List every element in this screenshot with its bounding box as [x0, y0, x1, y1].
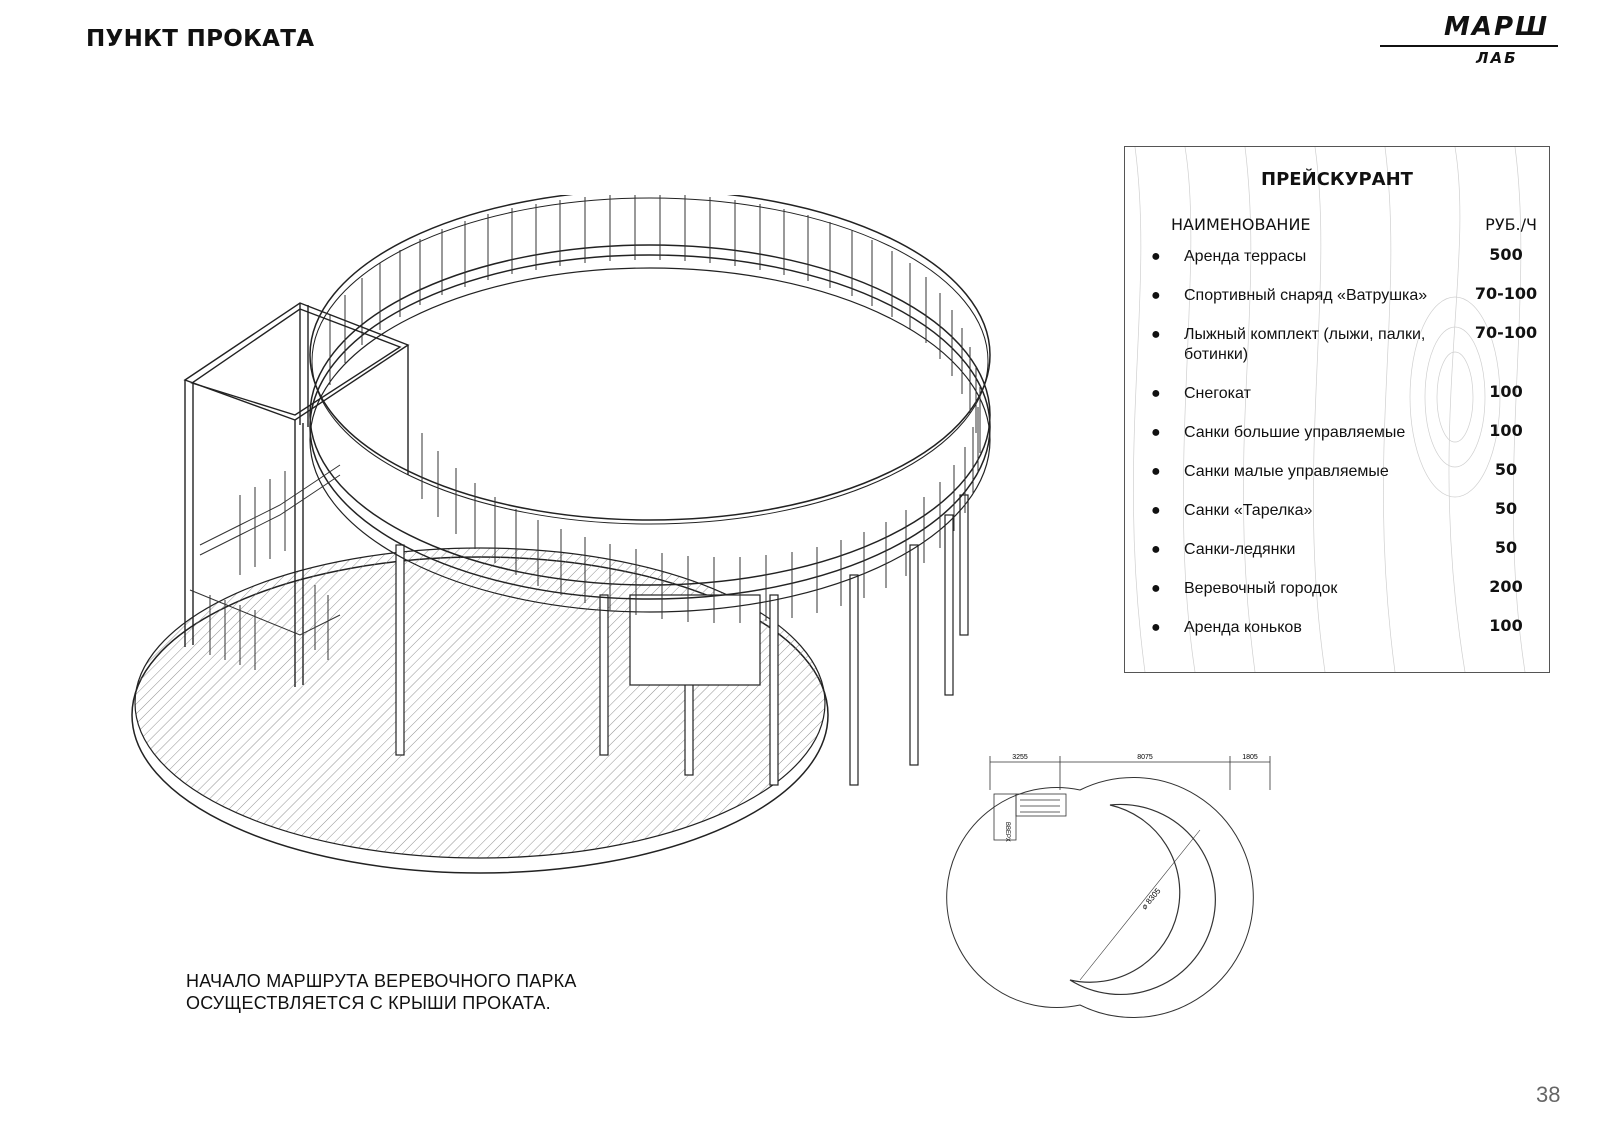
isometric-building-drawing — [131, 195, 991, 874]
price-item-price: 100 — [1489, 382, 1523, 401]
price-item-name: Лыжный комплект (лыжи, палки, ботинки) — [1184, 326, 1426, 363]
plan-dim-3: 1805 — [1242, 754, 1258, 761]
price-item-price: 70-100 — [1474, 284, 1538, 303]
page-title: ПУНКТ ПРОКАТА — [86, 26, 315, 52]
plan-dim-1: 3255 — [1012, 754, 1028, 761]
brand-logo: МАРШ ЛАБ — [1380, 12, 1560, 74]
plan-dim-2: 8075 — [1137, 754, 1153, 761]
logo-word-lab: ЛАБ — [1476, 49, 1518, 67]
bullet-icon: ● — [1151, 424, 1161, 441]
route-caption-line-2: ОСУЩЕСТВЛЯЕТСЯ С КРЫШИ ПРОКАТА. — [186, 993, 551, 1013]
price-item-name: Аренда террасы — [1184, 248, 1307, 265]
price-list-title: ПРЕЙСКУРАНТ — [1261, 169, 1413, 190]
price-item-price: 50 — [1494, 538, 1518, 557]
price-item-name: Санки малые управляемые — [1184, 463, 1389, 480]
bullet-icon: ● — [1151, 287, 1161, 304]
price-item-name: Снегокат — [1184, 385, 1251, 402]
logo-word-marsh: МАРШ — [1444, 12, 1550, 42]
floor-plan-drawing: 3255 8075 1805 ⌀ 8305 ВВЕРХ — [946, 754, 1271, 1018]
column-header-name: НАИМЕНОВАНИЕ — [1171, 215, 1311, 234]
price-item-price: 70-100 — [1474, 323, 1538, 342]
price-item-price: 100 — [1489, 616, 1523, 635]
wood-grain-texture — [1133, 147, 1526, 672]
bullet-icon: ● — [1151, 580, 1161, 597]
price-item-name: Санки «Тарелка» — [1184, 502, 1313, 519]
bullet-icon: ● — [1151, 463, 1161, 480]
price-item-name: Спортивный снаряд «Ватрушка» — [1184, 287, 1428, 304]
bullet-icon: ● — [1151, 541, 1161, 558]
bullet-icon: ● — [1151, 248, 1161, 265]
logo-divider — [1380, 45, 1558, 47]
price-item-name: Веревочный городок — [1184, 580, 1338, 597]
bullet-icon: ● — [1151, 502, 1161, 519]
price-item-name: Санки-ледянки — [1184, 541, 1296, 558]
route-caption: НАЧАЛО МАРШРУТА ВЕРЕВОЧНОГО ПАРКА ОСУЩЕС… — [186, 970, 577, 1014]
bullet-icon: ● — [1151, 326, 1161, 343]
bullet-icon: ● — [1151, 385, 1161, 402]
bullet-icon: ● — [1151, 619, 1161, 636]
column-header-price: РУБ./Ч — [1485, 215, 1537, 234]
plan-stair-label: ВВЕРХ — [1004, 822, 1010, 842]
price-item-price: 50 — [1494, 499, 1518, 518]
price-list-panel: ПРЕЙСКУРАНТ НАИМЕНОВАНИЕ РУБ./Ч ● Аренда… — [1124, 146, 1550, 673]
page-number: 38 — [1536, 1082, 1561, 1107]
price-item-price: 100 — [1489, 421, 1523, 440]
price-item-price: 50 — [1494, 460, 1518, 479]
price-item-price: 500 — [1489, 245, 1523, 264]
price-item-name: Аренда коньков — [1184, 619, 1302, 636]
plan-diameter-label: ⌀ 8305 — [1140, 886, 1163, 911]
price-item-name: Санки большие управляемые — [1184, 424, 1406, 441]
price-item-price: 200 — [1489, 577, 1523, 596]
route-caption-line-1: НАЧАЛО МАРШРУТА ВЕРЕВОЧНОГО ПАРКА — [186, 971, 577, 991]
